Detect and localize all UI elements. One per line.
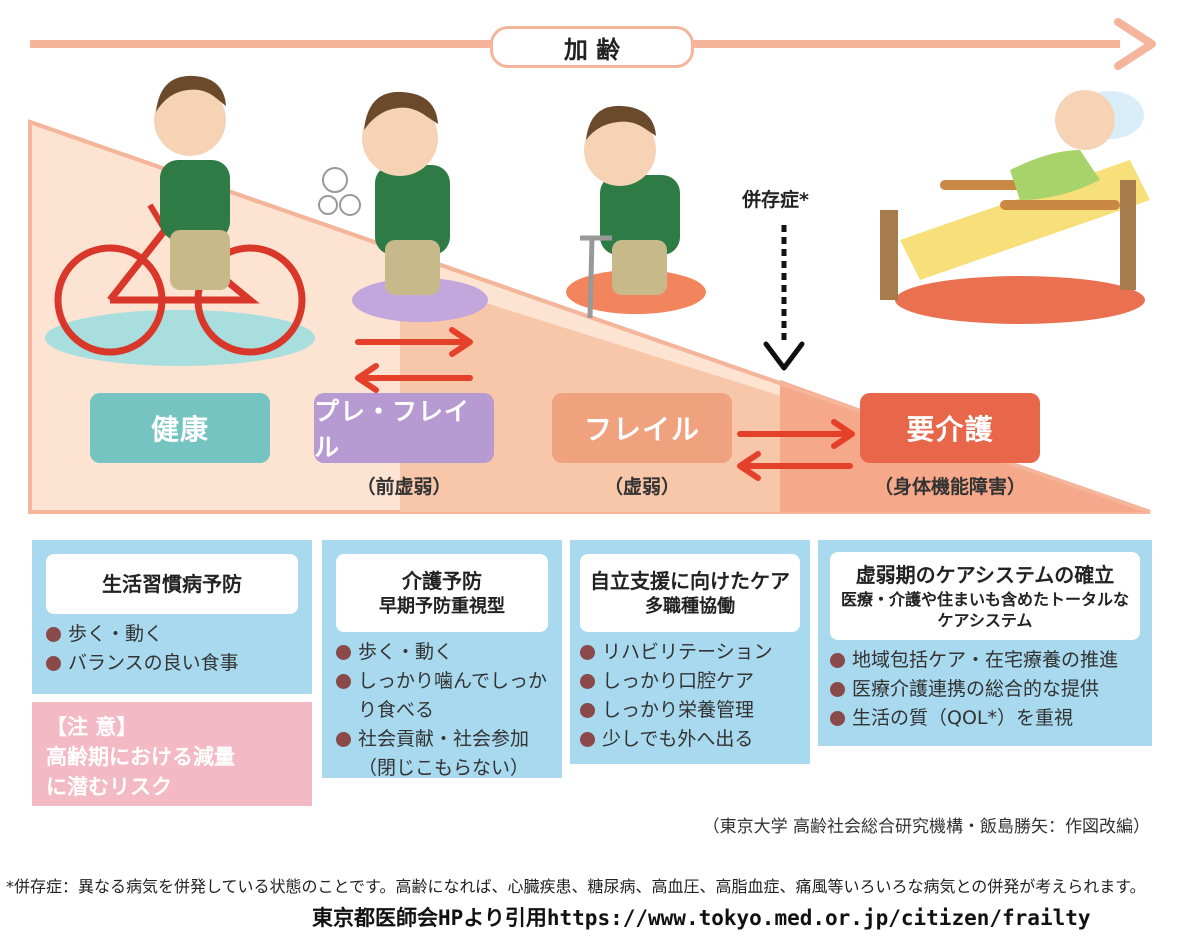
panel-care-prevention-list: 歩く・動く しっかり噛んでしっかり食べる 社会貢献・社会参加（閉じこもらない）	[336, 638, 554, 783]
comorbidity-arrow	[763, 225, 805, 371]
panel-independence-subheading: 多職種協働	[645, 596, 735, 617]
panel-care-system: 虚弱期のケアシステムの確立 医療・介護や住まいも含めたトータルなケアシステム 地…	[818, 540, 1152, 746]
stage-frail: フレイル	[552, 393, 732, 463]
list-item: 生活の質（QOL*）を重視	[830, 704, 1146, 733]
panel-independence-list: リハビリテーション しっかり口腔ケア しっかり栄養管理 少しでも外へ出る	[580, 638, 806, 754]
stage-prefrail: プレ・フレイル	[314, 393, 494, 463]
stage-healthy: 健康	[90, 393, 270, 463]
panel-care-system-title: 虚弱期のケアシステムの確立 医療・介護や住まいも含めたトータルなケアシステム	[830, 552, 1140, 640]
list-item: リハビリテーション	[580, 638, 806, 667]
panel-care-system-subheading: 医療・介護や住まいも含めたトータルなケアシステム	[840, 590, 1129, 630]
cyclist-illustration	[45, 75, 315, 366]
list-item: 少しでも外へ出る	[580, 725, 806, 754]
caution-box: 【注 意】 高齢期における減量 に潜むリスク	[32, 702, 312, 806]
list-item: 歩く・動く	[46, 620, 306, 649]
panel-care-prevention-heading: 介護予防	[402, 569, 482, 593]
stage-frail-sub: （虚弱）	[603, 476, 680, 498]
caution-heading: 【注 意】	[46, 715, 138, 739]
panel-independence-title: 自立支援に向けたケア 多職種協働	[580, 554, 800, 632]
stage-prefrail-sub: （前虚弱）	[356, 476, 452, 498]
list-item: 地域包括ケア・在宅療養の推進	[830, 646, 1146, 675]
source-citation: 東京都医師会HPより引用https://www.tokyo.med.or.jp/…	[312, 906, 1091, 930]
panel-lifestyle: 生活習慣病予防 歩く・動く バランスの良い食事	[32, 540, 312, 694]
comorbidity-label: 併存症*	[742, 189, 809, 211]
figure-credit: （東京大学 高齢社会総合研究機構・飯島勝矢：作図改編）	[702, 817, 1150, 837]
panel-care-prevention-title: 介護予防 早期予防重視型	[336, 554, 548, 632]
list-item: しっかり噛んでしっかり食べる	[336, 667, 554, 725]
stage-care-sub: （身体機能障害）	[873, 476, 1026, 498]
panel-care-system-list: 地域包括ケア・在宅療養の推進 医療介護連携の総合的な提供 生活の質（QOL*）を…	[830, 646, 1146, 733]
prefrail-illustration	[318, 91, 488, 322]
transition-arrows-prefrail	[355, 327, 473, 393]
list-item: 医療介護連携の総合的な提供	[830, 675, 1146, 704]
panel-care-prevention: 介護予防 早期予防重視型 歩く・動く しっかり噛んでしっかり食べる 社会貢献・社…	[322, 540, 562, 779]
panel-lifestyle-title: 生活習慣病予防	[46, 554, 298, 614]
panel-lifestyle-list: 歩く・動く バランスの良い食事	[46, 620, 306, 678]
list-item: しっかり口腔ケア	[580, 667, 806, 696]
transition-arrows-care	[737, 419, 855, 481]
comorbidity-footnote: *併存症：異なる病気を併発している状態のことです。高齢になれば、心臓疾患、糖尿病…	[6, 877, 1146, 896]
list-item: しっかり栄養管理	[580, 696, 806, 725]
panel-independence-heading: 自立支援に向けたケア	[590, 569, 790, 593]
frail-illustration	[566, 105, 706, 319]
list-item: バランスの良い食事	[46, 649, 306, 678]
caution-line-2: に潜むリスク	[46, 775, 172, 799]
list-item: 社会貢献・社会参加（閉じこもらない）	[336, 725, 554, 783]
panel-care-prevention-subheading: 早期予防重視型	[379, 596, 505, 617]
panel-lifestyle-heading: 生活習慣病予防	[102, 572, 242, 596]
list-item: 歩く・動く	[336, 638, 554, 667]
panel-independence: 自立支援に向けたケア 多職種協働 リハビリテーション しっかり口腔ケア しっかり…	[570, 540, 810, 764]
stage-care: 要介護	[860, 393, 1040, 463]
caution-line-1: 高齢期における減量	[46, 745, 235, 769]
aging-label: 加 齢	[490, 26, 694, 68]
care-bed-illustration	[880, 90, 1150, 324]
aging-label-text: 加 齢	[563, 35, 621, 64]
panel-care-system-heading: 虚弱期のケアシステムの確立	[855, 563, 1115, 587]
